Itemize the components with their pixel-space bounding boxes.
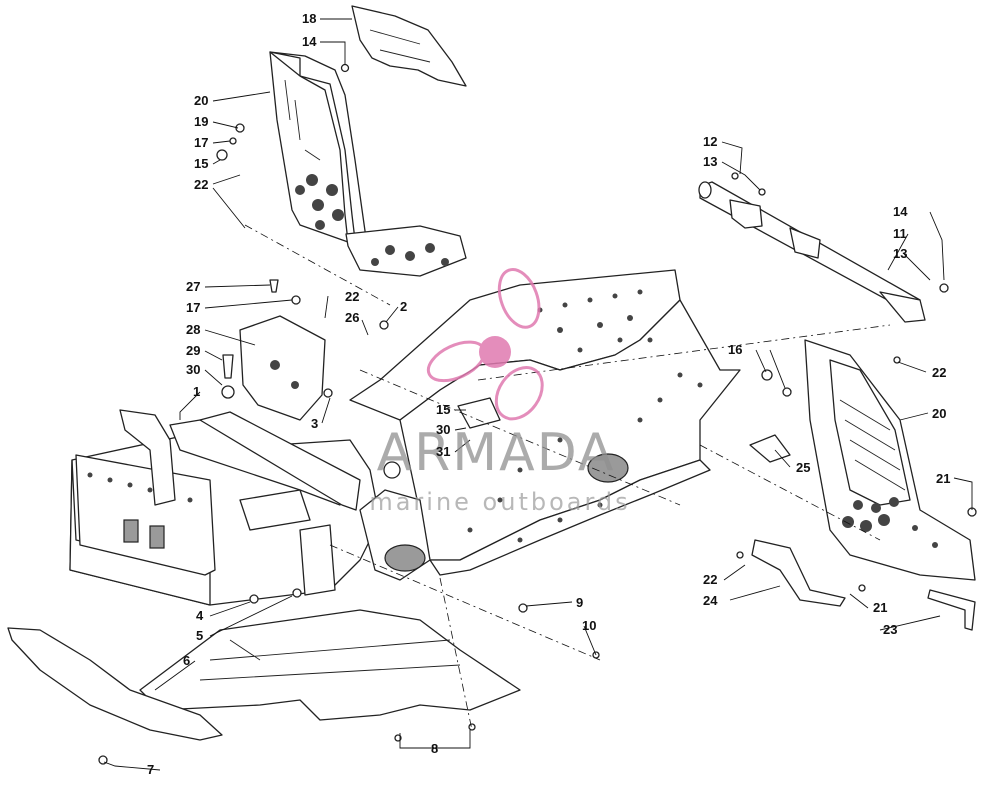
callout-17: 17 xyxy=(194,135,208,150)
callout-30: 30 xyxy=(186,362,200,377)
callout-5: 5 xyxy=(196,628,203,643)
callout-28: 28 xyxy=(186,322,200,337)
propeller-icon xyxy=(426,268,544,421)
callout-21: 21 xyxy=(873,600,887,615)
leader-lines xyxy=(103,18,973,771)
callout-27: 27 xyxy=(186,279,200,294)
callout-18: 18 xyxy=(302,11,316,26)
callout-15: 15 xyxy=(436,402,450,417)
bracket-23 xyxy=(927,589,976,631)
steering-column-shaft xyxy=(698,181,926,323)
callout-22: 22 xyxy=(703,572,717,587)
callout-17: 17 xyxy=(186,300,200,315)
callout-23: 23 xyxy=(883,622,897,637)
bracket-28 xyxy=(239,315,326,421)
front-bulkhead-assembly xyxy=(69,409,431,606)
callout-22: 22 xyxy=(194,177,208,192)
callout-29: 29 xyxy=(186,343,200,358)
armada-logo-watermark: ARMADA marine outboards xyxy=(369,268,630,516)
right-side-panel xyxy=(804,339,976,581)
callout-14: 14 xyxy=(302,34,317,49)
callout-12: 12 xyxy=(703,134,717,149)
callout-11: 11 xyxy=(893,226,907,241)
callout-22: 22 xyxy=(932,365,946,380)
bracket-25 xyxy=(749,434,791,463)
bracket-24 xyxy=(751,539,846,607)
watermark-brand: ARMADA xyxy=(377,423,616,483)
belly-pan xyxy=(139,609,521,721)
steering-support-bracket xyxy=(269,51,467,277)
callout-15: 15 xyxy=(194,156,208,171)
callout-1: 1 xyxy=(193,384,200,399)
callout-14: 14 xyxy=(893,204,908,219)
callout-19: 19 xyxy=(194,114,208,129)
callout-6: 6 xyxy=(183,653,190,668)
callout-16: 16 xyxy=(728,342,742,357)
callout-8: 8 xyxy=(431,741,438,756)
callout-21: 21 xyxy=(936,471,950,486)
callout-31: 31 xyxy=(436,444,450,459)
callout-10: 10 xyxy=(582,618,596,633)
callout-13: 13 xyxy=(893,246,907,261)
fasteners xyxy=(98,63,977,765)
watermark-tagline: marine outboards xyxy=(369,488,630,516)
callout-26: 26 xyxy=(345,310,359,325)
steering-cover-panel xyxy=(351,5,467,87)
skid-plate-front xyxy=(7,627,223,741)
callout-20: 20 xyxy=(932,406,946,421)
callout-25: 25 xyxy=(796,460,810,475)
callout-22: 22 xyxy=(345,289,359,304)
callout-3: 3 xyxy=(311,416,318,431)
callout-labels: 18 14 20 19 17 15 22 27 17 28 29 30 1 22… xyxy=(147,11,950,777)
callout-24: 24 xyxy=(703,593,718,608)
callout-9: 9 xyxy=(576,595,583,610)
callout-2: 2 xyxy=(400,299,407,314)
callout-20: 20 xyxy=(194,93,208,108)
tunnel-frame-assembly xyxy=(349,269,741,576)
callout-4: 4 xyxy=(196,608,204,623)
callout-7: 7 xyxy=(147,762,154,777)
callout-30: 30 xyxy=(436,422,450,437)
center-lines xyxy=(244,224,891,731)
callout-13: 13 xyxy=(703,154,717,169)
